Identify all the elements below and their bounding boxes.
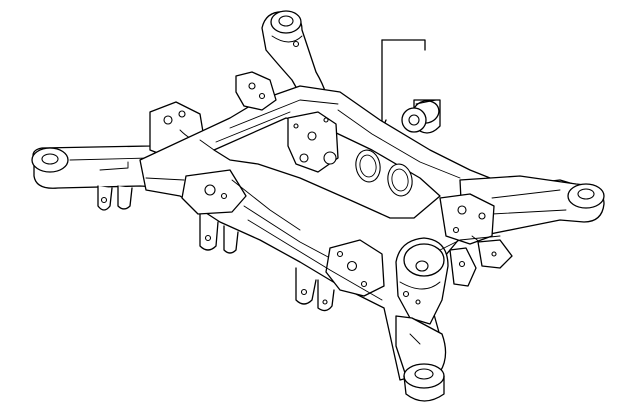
leader-bracket <box>381 39 426 51</box>
crossmember-subframe-icon <box>31 10 605 402</box>
bushing-icon <box>401 99 441 134</box>
